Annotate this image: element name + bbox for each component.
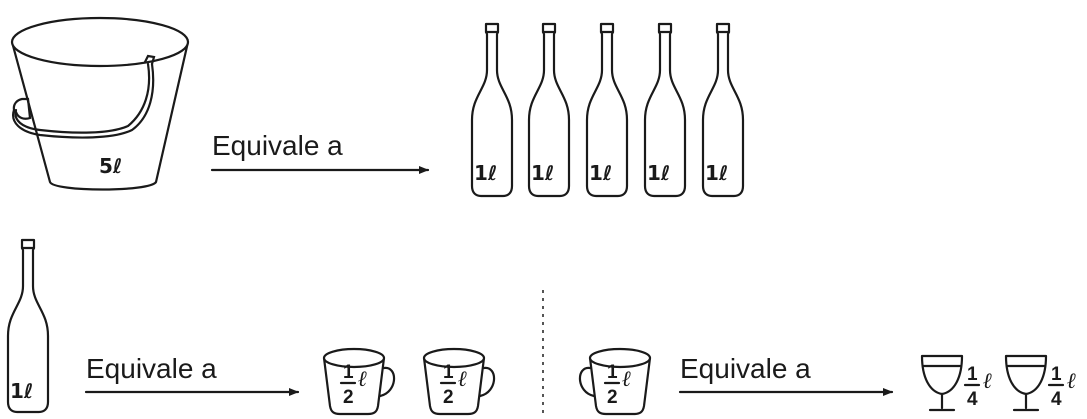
- bottle-label: 1ℓ: [705, 161, 728, 185]
- bottle-icon: 1ℓ: [643, 22, 687, 198]
- jug-numerator: 1: [343, 362, 354, 383]
- bottle-icon: 1ℓ: [6, 238, 50, 414]
- jug-icon: 1 2 ℓ: [422, 347, 496, 416]
- bottle-icon: 1ℓ: [527, 22, 571, 198]
- jug-icon: 1 2 ℓ: [578, 347, 652, 416]
- equivale-label-2: Equivale a: [86, 353, 217, 384]
- equivale-label-3: Equivale a: [680, 353, 811, 384]
- bucket-label: 5ℓ: [99, 154, 122, 178]
- wine-glass-icon: 1 4 ℓ: [920, 354, 992, 412]
- glass-numerator: 1: [967, 364, 978, 385]
- equivale-label-1: Equivale a: [212, 130, 343, 161]
- bottle-label: 1ℓ: [647, 161, 670, 185]
- bottle-label: 1ℓ: [589, 161, 612, 185]
- wine-glass-icon: 1 4 ℓ: [1004, 354, 1076, 412]
- jug-unit: ℓ: [458, 366, 467, 391]
- bottle-icon: 1ℓ: [585, 22, 629, 198]
- glass-denominator: 4: [967, 389, 978, 410]
- bottle-label: 1ℓ: [10, 379, 33, 403]
- bottle-icon: 1ℓ: [701, 22, 745, 198]
- jug-denominator: 2: [443, 387, 454, 408]
- glass-unit: ℓ: [1067, 368, 1076, 393]
- jug-denominator: 2: [343, 387, 354, 408]
- bucket-icon: 5ℓ: [10, 16, 190, 191]
- glass-denominator: 4: [1051, 389, 1062, 410]
- bottle-label: 1ℓ: [531, 161, 554, 185]
- glass-unit: ℓ: [983, 368, 992, 393]
- glass-numerator: 1: [1051, 364, 1062, 385]
- jug-unit: ℓ: [358, 366, 367, 391]
- bottle-label: 1ℓ: [474, 161, 497, 185]
- bottle-group-row1: 1ℓ 1ℓ 1ℓ 1ℓ 1ℓ: [470, 22, 745, 198]
- jug-numerator: 1: [607, 362, 618, 383]
- jug-icon: 1 2 ℓ: [322, 347, 396, 416]
- jug-numerator: 1: [443, 362, 454, 383]
- jug-unit: ℓ: [622, 366, 631, 391]
- jug-denominator: 2: [607, 387, 618, 408]
- bottle-icon: 1ℓ: [470, 22, 514, 198]
